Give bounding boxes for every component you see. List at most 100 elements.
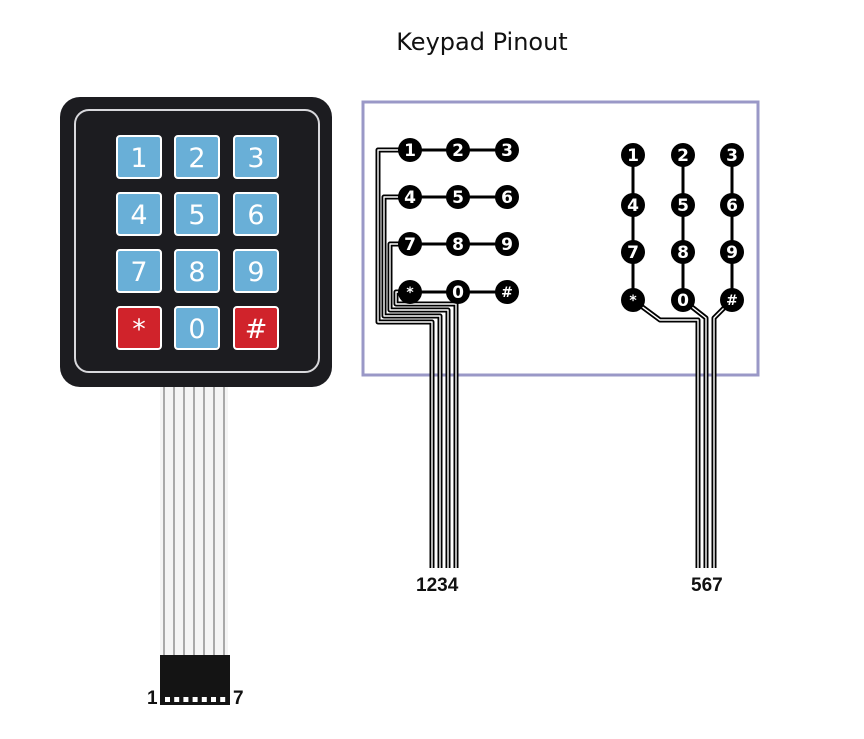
key-label: # [245,314,268,345]
connector-pin [192,697,198,702]
column-diagram-node-0: 0 [671,288,695,312]
schematic-frame [361,100,760,377]
node-circle [495,138,519,162]
node-circle [671,193,695,217]
node-label: 9 [726,243,738,263]
key-label: 6 [247,200,264,231]
key-cap [116,306,162,350]
node-label: * [406,285,414,301]
node-label: 1 [627,146,639,166]
column-2-trace [681,298,709,568]
connector-pin-7-label: 7 [233,688,244,709]
column-diagram-node-hash: # [720,288,744,312]
row-diagram-node-star: * [398,280,422,304]
key-cap [116,135,162,179]
node-label: * [629,293,637,309]
column-3-trace [711,298,734,568]
column-2-trace-inner [682,299,707,568]
node-circle [495,185,519,209]
node-label: 1 [404,141,416,161]
connector-housing [160,655,230,705]
node-label: 3 [501,141,513,161]
column-diagram-node-5: 5 [671,193,695,217]
node-circle [446,185,470,209]
key-label: 1 [130,143,147,174]
column-diagram-node-7: 7 [621,240,645,264]
column-diagram-node-2: 2 [671,143,695,167]
column-diagram-node-8: 8 [671,240,695,264]
key-label: 3 [247,143,264,174]
node-label: 0 [677,291,689,311]
keypad-inner-border [74,109,320,373]
key-3: 3 [233,135,279,179]
key-cap [116,249,162,293]
key-2: 2 [174,135,220,179]
node-circle [621,240,645,264]
key-label: 2 [188,143,205,174]
node-circle [671,143,695,167]
node-circle [720,193,744,217]
column-diagram-node-9: 9 [720,240,744,264]
node-label: 6 [726,196,738,216]
key-6: 6 [233,192,279,236]
column-diagram-node-star: * [621,288,645,312]
column-1-trace-inner [632,299,699,568]
row-1-trace-inner [377,149,433,568]
row-wiring-traces [375,147,507,568]
row-diagram-node-9: 9 [495,232,519,256]
node-label: 5 [677,196,689,216]
connector-pin [183,697,189,702]
key-8: 8 [174,249,220,293]
key-4: 4 [116,192,162,236]
node-circle [671,288,695,312]
row-diagram-node-0: 0 [446,280,470,304]
key-cap [116,192,162,236]
column-1-trace [631,297,701,568]
node-label: 2 [677,146,689,166]
node-label: 2 [452,141,464,161]
node-label: 7 [627,243,639,263]
key-5: 5 [174,192,220,236]
title-text: Keypad Pinout [396,28,568,56]
key-label: 4 [130,200,147,231]
key-0: 0 [174,306,220,350]
row-diagram-node-4: 4 [398,185,422,209]
key-hash: # [233,306,279,350]
node-circle [720,240,744,264]
node-circle [398,232,422,256]
key-label: 7 [130,257,147,288]
row-diagram-node-2: 2 [446,138,470,162]
ribbon-cable [160,387,228,657]
row-2-trace-inner [383,196,441,568]
key-cap [174,249,220,293]
node-circle [671,240,695,264]
key-cap [174,306,220,350]
key-cap [233,249,279,293]
key-cap [233,135,279,179]
row-diagram-node-8: 8 [446,232,470,256]
node-label: 5 [452,188,464,208]
key-label: 5 [188,200,205,231]
connector-pin [201,697,207,702]
row-diagram-node-1: 1 [398,138,422,162]
node-label: 3 [726,146,738,166]
node-circle [621,288,645,312]
row-diagram-node-3: 3 [495,138,519,162]
key-cap [174,135,220,179]
node-label: 7 [404,235,416,255]
connector-pin [211,697,216,702]
column-diagram-node-4: 4 [621,193,645,217]
connector-pin-1-label: 1 [147,688,158,709]
key-label: 8 [188,257,205,288]
node-label: 0 [452,283,464,303]
key-label: * [132,314,146,345]
node-label: 4 [404,188,416,208]
node-label: 6 [501,188,513,208]
node-circle [495,280,519,304]
diagram-title: Keypad Pinout [0,28,864,56]
connector-pin [165,697,170,702]
row-diagram-node-5: 5 [446,185,470,209]
